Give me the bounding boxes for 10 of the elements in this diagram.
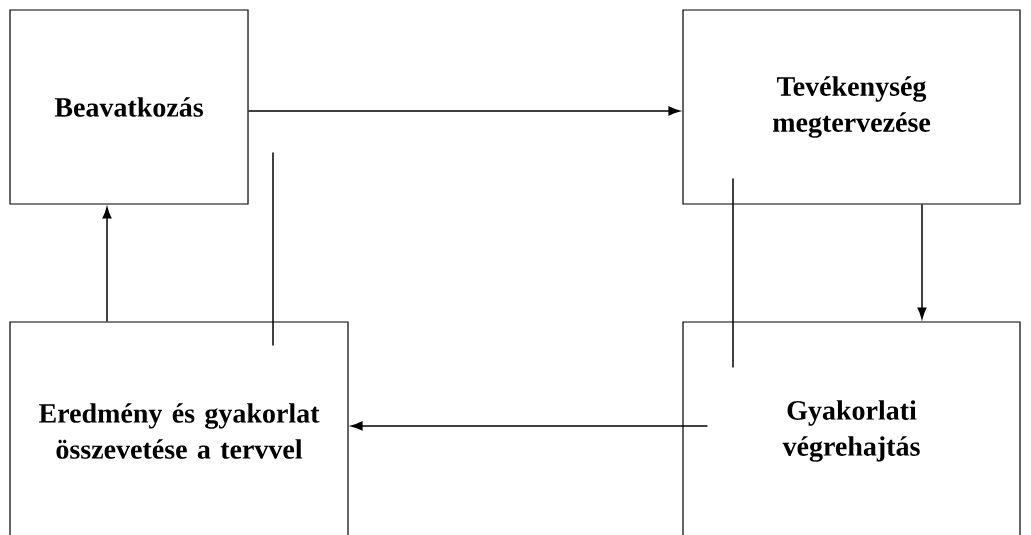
- process-box: Beavatkozás: [9, 9, 249, 205]
- process-box: Tevékenység megtervezése: [682, 9, 1021, 205]
- arrow: [917, 203, 927, 319]
- arrow: [247, 106, 680, 116]
- connector-line: [732, 177, 734, 369]
- process-box: Gyakorlati végrehajtás: [682, 321, 1021, 535]
- arrow: [351, 421, 709, 431]
- process-box: Eredmény és gyakorlat összevetése a tervvel: [9, 321, 349, 535]
- arrow: [102, 207, 112, 323]
- connector-line: [272, 151, 274, 347]
